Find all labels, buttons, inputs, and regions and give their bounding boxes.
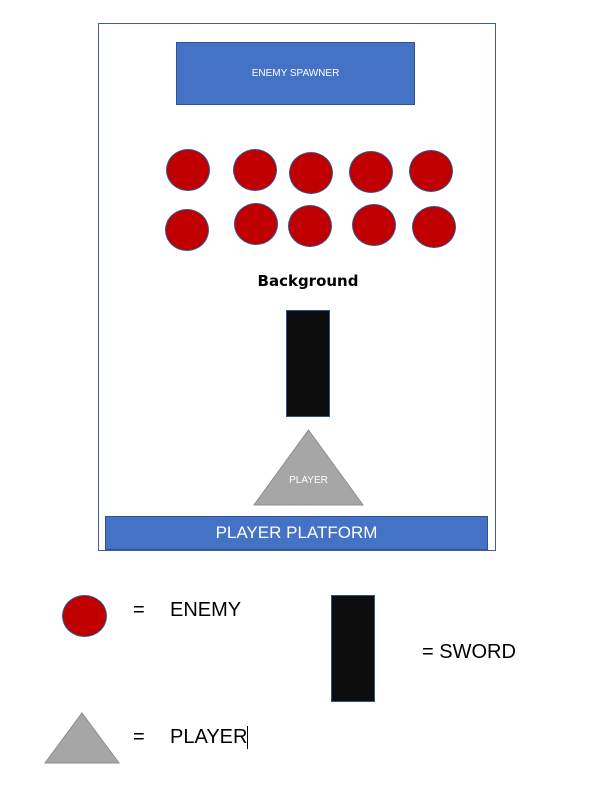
legend-enemy-label: ENEMY [170,599,242,621]
game-frame [98,23,496,551]
legend-sword-label: = SWORD [422,641,516,663]
enemy-spawner: ENEMY SPAWNER [176,42,415,105]
player-platform: PLAYER PLATFORM [105,516,488,550]
background-label: Background [257,272,359,290]
enemy-circle [165,209,209,251]
enemy-circle [352,204,396,246]
enemy-circle [289,152,333,194]
enemy-circle [349,151,393,193]
legend-player-icon [44,712,120,764]
legend-equals-enemy: = [133,599,145,621]
enemy-circle [166,149,210,191]
player-label: PLAYER [289,475,328,486]
legend-sword-icon [331,595,375,702]
enemy-circle [234,203,278,245]
sword-rect [286,310,330,417]
legend-enemy-icon [62,595,107,637]
player-triangle [253,429,364,506]
legend-equals-player: = [133,726,145,748]
enemy-circle [412,206,456,248]
player-platform-label: PLAYER PLATFORM [215,523,378,542]
enemy-spawner-label: ENEMY SPAWNER [251,68,340,79]
enemy-circle [233,149,277,191]
enemy-circle [409,150,453,192]
legend-player-label[interactable]: PLAYER [170,726,249,749]
enemy-circle [288,205,332,247]
